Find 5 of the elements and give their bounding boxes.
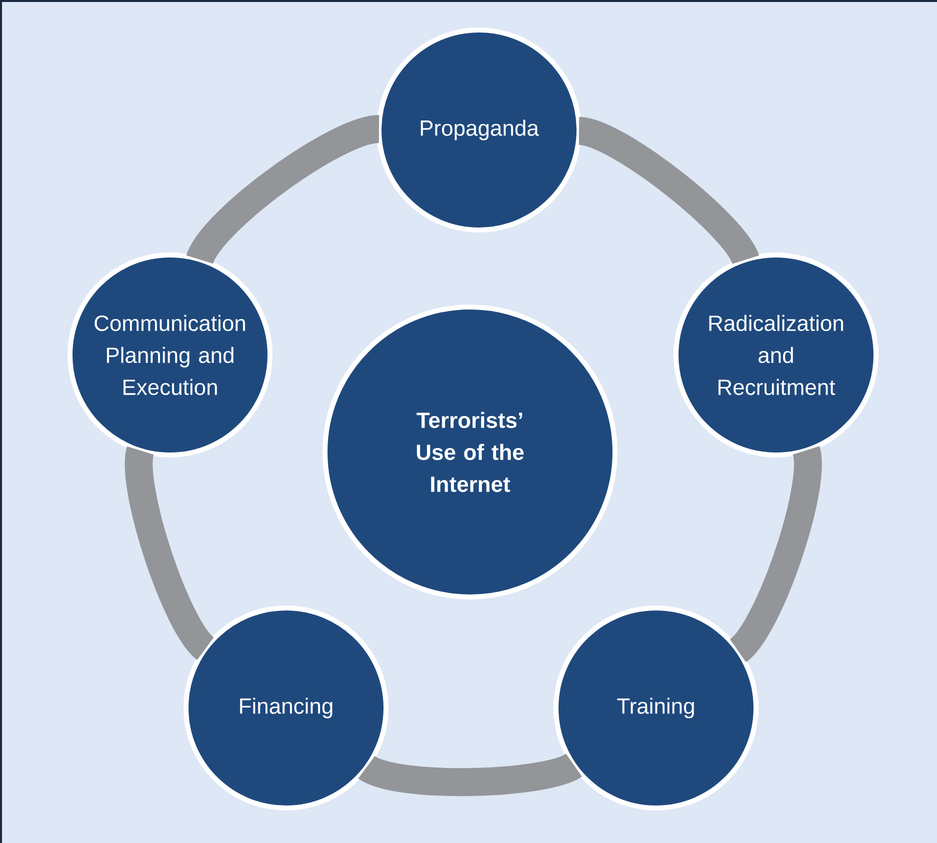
ring-connector <box>124 448 216 659</box>
ring-connector <box>728 448 822 661</box>
ring-connector <box>360 752 580 796</box>
ring-connector <box>187 115 381 266</box>
ring-connector <box>576 117 758 266</box>
